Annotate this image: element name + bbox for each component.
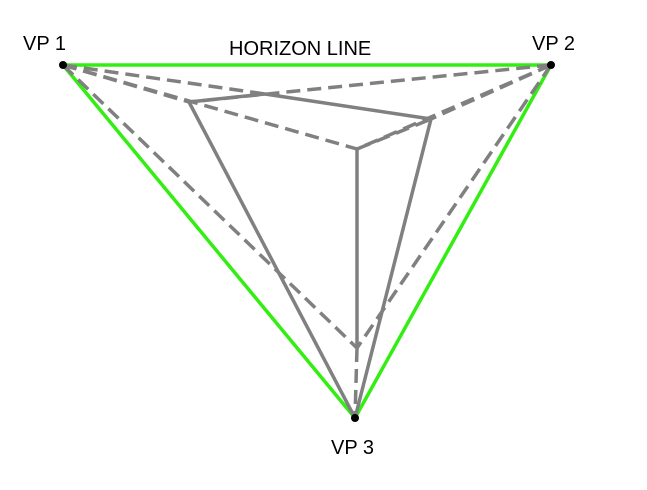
vanishing-frame: [61, 63, 553, 420]
vp3-label: VP 3: [331, 437, 374, 459]
cube-edge-left: [187, 101, 357, 419]
cube-top-edge: [188, 92, 432, 121]
vp2-label: VP 2: [532, 33, 575, 55]
construction-line: [356, 63, 552, 151]
vp1-point: [59, 61, 67, 69]
vanishing-points: [59, 61, 555, 422]
vp3-point: [351, 414, 359, 422]
vp1-label: VP 1: [23, 33, 66, 55]
cube-edges: [187, 92, 433, 419]
horizon-line-label: HORIZON LINE: [229, 38, 371, 60]
construction-line: [62, 63, 358, 151]
cube-edge-right: [353, 118, 433, 419]
frame-line-vp2-vp3: [353, 63, 553, 420]
construction-lines: [61, 63, 553, 419]
construction-line: [353, 347, 359, 419]
vp2-point: [547, 61, 555, 69]
construction-line: [62, 63, 266, 96]
construction-line: [356, 117, 432, 151]
frame-line-vp1-vp3: [61, 63, 357, 420]
construction-line: [61, 63, 359, 350]
construction-line: [355, 64, 553, 349]
